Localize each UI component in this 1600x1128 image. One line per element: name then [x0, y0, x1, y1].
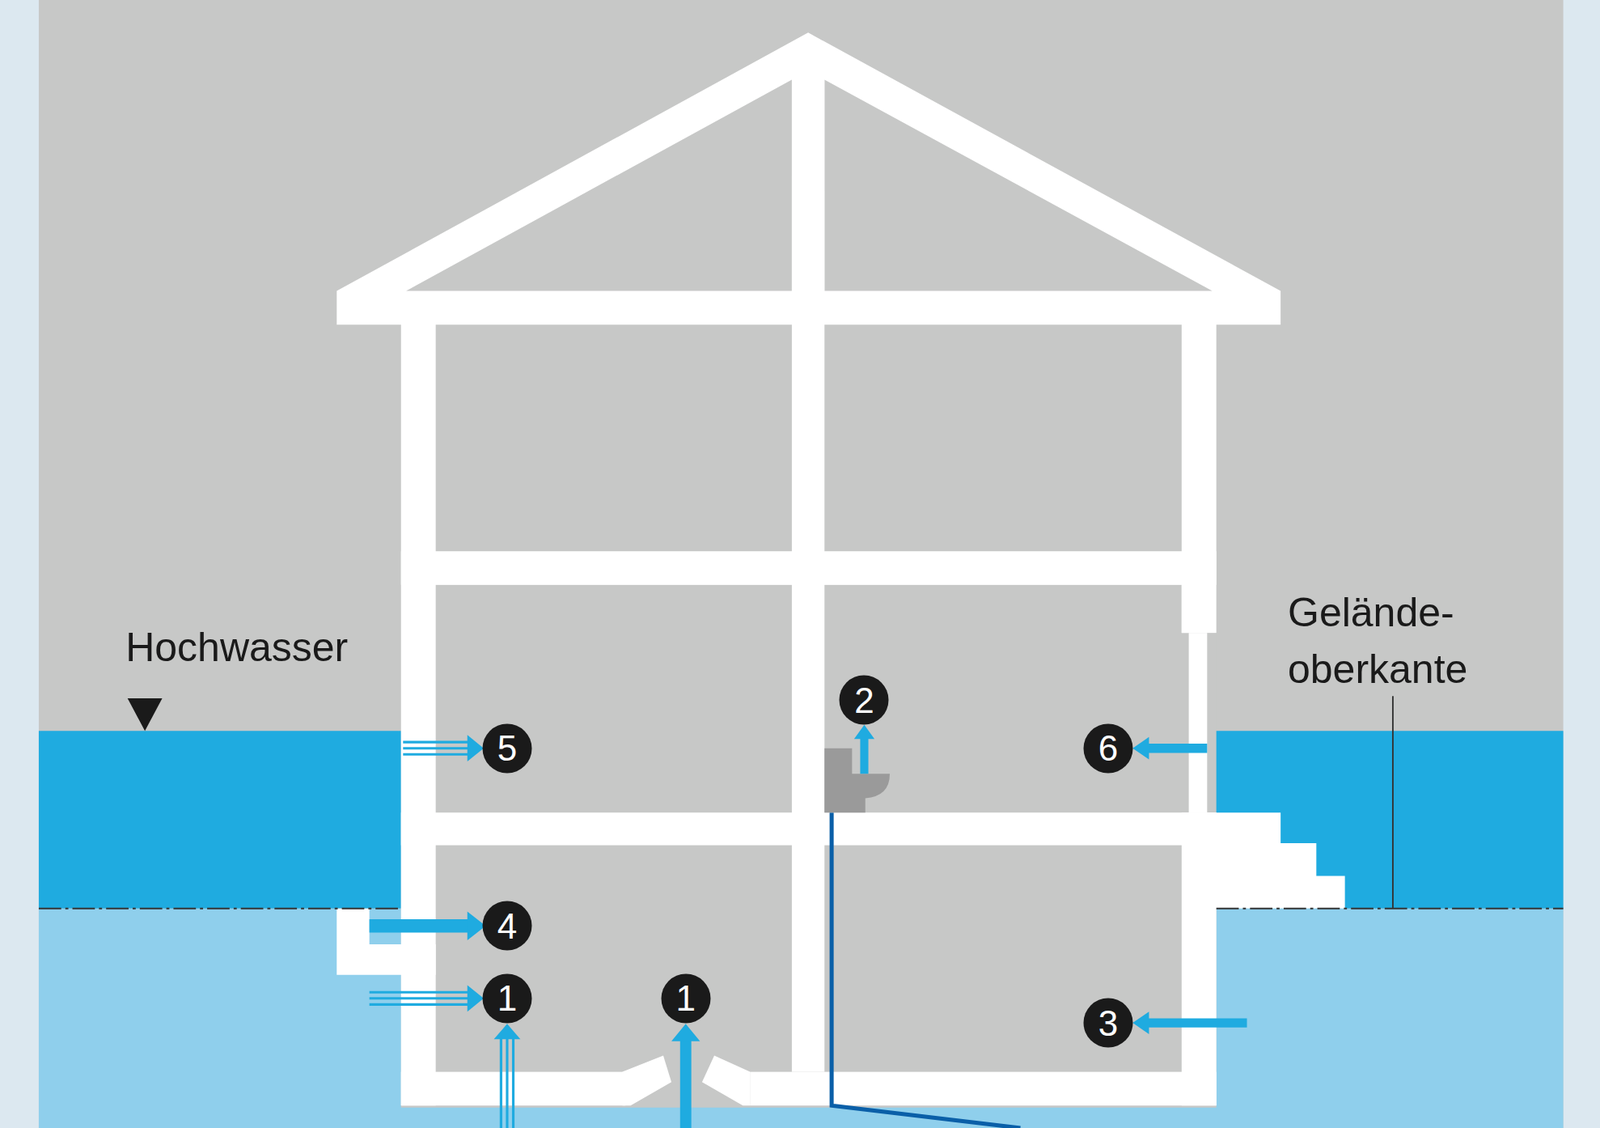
window [1181, 584, 1190, 633]
callout-number: 1 [660, 973, 711, 1023]
outside-stairs [1206, 812, 1345, 909]
leader-line [1392, 695, 1394, 908]
water-level-marker [127, 698, 163, 731]
callout-text: 6 [1098, 730, 1118, 767]
attic [406, 79, 792, 291]
ground-level-label: Gelände- oberkante [1287, 584, 1468, 698]
callout-text: 4 [497, 907, 517, 944]
attic [824, 79, 1212, 291]
sewer-pipe [831, 812, 1021, 1128]
light-well [336, 908, 436, 975]
callout-number: 6 [1083, 723, 1133, 773]
callout-text: 5 [497, 730, 517, 767]
callout-number: 1 [482, 973, 532, 1023]
floor-crack [702, 1054, 750, 1105]
house-walls [401, 61, 1217, 1106]
water-ingress-arrows [369, 724, 1248, 1128]
callout-number: 4 [482, 901, 532, 951]
callout-text: 3 [1098, 1004, 1118, 1041]
callout-text: 2 [854, 681, 874, 718]
callout-number: 2 [839, 675, 889, 725]
callout-number: 3 [1083, 998, 1133, 1048]
ground-line [38, 907, 1564, 910]
callout-text: 1 [497, 980, 517, 1016]
callout-number: 5 [482, 723, 532, 773]
floor-crack [622, 1054, 673, 1105]
callout-text: 1 [675, 980, 695, 1016]
water-level-label: Hochwasser [125, 623, 348, 671]
background [38, 0, 1564, 1128]
toilet [824, 748, 890, 813]
